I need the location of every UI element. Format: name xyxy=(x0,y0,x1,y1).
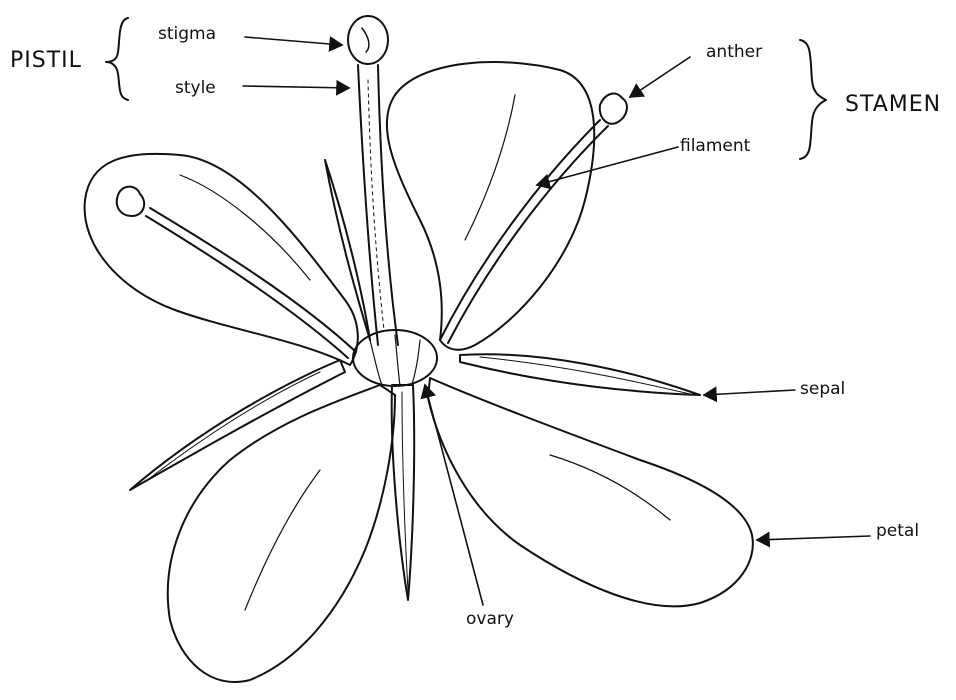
sepal-upper xyxy=(325,160,370,340)
arrow-ovary xyxy=(425,385,483,605)
stamen-label: STAMEN xyxy=(845,94,941,116)
sepal-right xyxy=(460,354,700,395)
petal-right-upper xyxy=(387,62,594,350)
petal-label: petal xyxy=(876,523,919,540)
pistil-label: PISTIL xyxy=(10,50,82,72)
petal-vein xyxy=(180,175,310,280)
petal-vein xyxy=(245,470,320,610)
filament-label: filament xyxy=(680,138,750,155)
petal-lower-right xyxy=(428,378,753,606)
anther-label: anther xyxy=(706,44,762,61)
filament-left xyxy=(146,208,356,358)
arrow-anther xyxy=(630,57,690,97)
arrow-style xyxy=(243,86,349,88)
sepal-label: sepal xyxy=(800,381,845,398)
petal-left-upper xyxy=(85,154,358,365)
arrow-sepal xyxy=(704,390,795,395)
pistil-brace xyxy=(106,18,128,100)
stigma-label: stigma xyxy=(158,26,216,43)
filament-right xyxy=(440,120,608,343)
arrow-stigma xyxy=(245,37,342,45)
stamen-brace xyxy=(800,40,826,159)
sepal-left xyxy=(130,360,345,490)
ovary-label: ovary xyxy=(466,611,514,628)
arrow-petal xyxy=(757,536,870,540)
petal-vein xyxy=(465,95,515,240)
anther-left xyxy=(117,187,144,216)
anther-right xyxy=(600,94,627,124)
style-label: style xyxy=(175,80,216,97)
petal-lower-left xyxy=(168,385,395,682)
